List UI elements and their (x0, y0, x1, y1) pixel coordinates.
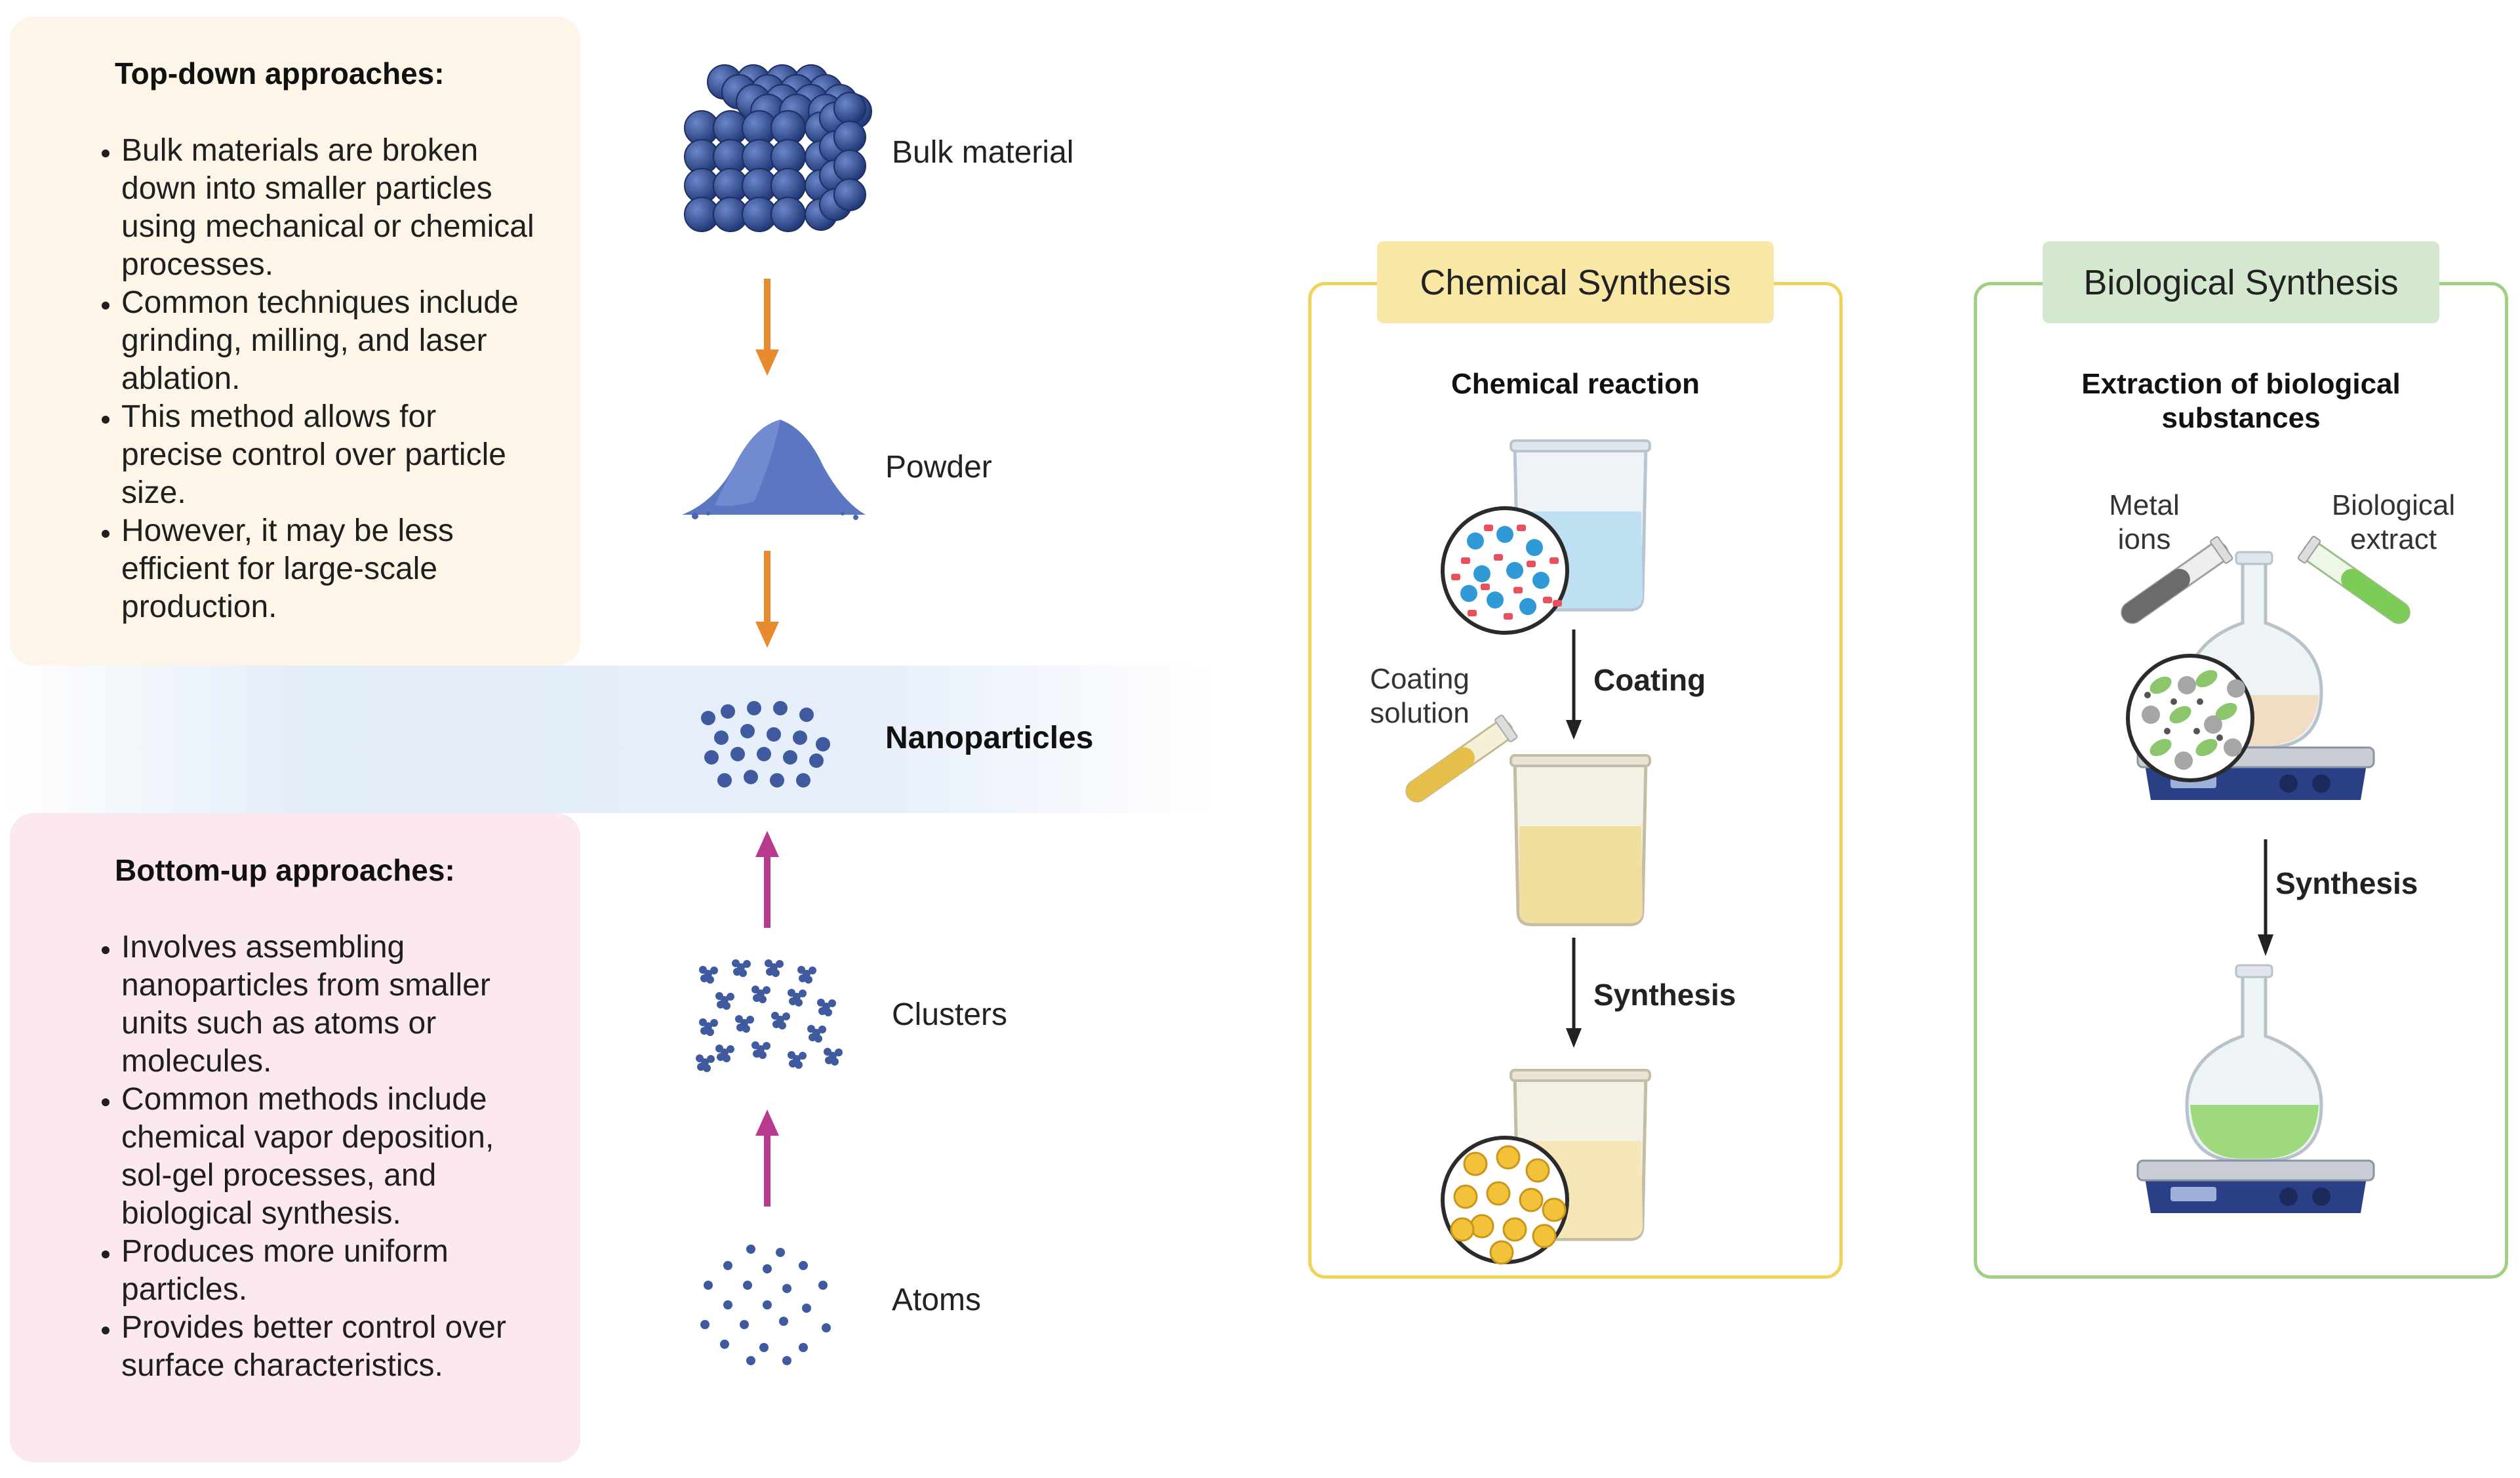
nanoparticles-icon (701, 701, 830, 788)
list-item: This method allows for precise control o… (121, 398, 541, 512)
arrow-down-icon (755, 551, 779, 648)
gold-particles-magnifier-icon (1441, 1136, 1569, 1265)
list-item: Common methods include chemical vapor de… (121, 1081, 541, 1233)
biological-extract-label: Biological extract (2331, 489, 2456, 555)
list-item: Bulk materials are broken down into smal… (121, 132, 541, 284)
biological-synthesis-tab: Biological Synthesis (2043, 241, 2439, 323)
list-item: Common techniques include grinding, mill… (121, 284, 541, 398)
mixed-particles-magnifier-icon (1441, 506, 1569, 635)
bottom-up-list: Involves assembling nanoparticles from s… (62, 929, 541, 1385)
flask-hotplate-icon (2136, 964, 2375, 1213)
nanoparticle-band (0, 666, 1220, 813)
arrow-down-icon (1566, 629, 1582, 740)
bio-synthesis-step-label: Synthesis (2275, 866, 2418, 900)
arrow-up-icon (755, 831, 779, 928)
stage-label-powder: Powder (885, 450, 992, 485)
list-item: However, it may be less efficient for la… (121, 512, 541, 626)
clusters-icon (696, 959, 843, 1072)
synthesis-step-label: Synthesis (1593, 978, 1736, 1012)
arrow-down-icon (1566, 938, 1582, 1048)
chemical-reaction-title: Chemical reaction (1450, 368, 1700, 400)
powder-icon (682, 420, 866, 520)
stage-label-nanoparticles: Nanoparticles (885, 721, 1094, 755)
list-item: Involves assembling nanoparticles from s… (121, 929, 541, 1081)
chemical-synthesis-tab: Chemical Synthesis (1377, 241, 1774, 323)
list-item: Produces more uniform particles. (121, 1233, 541, 1309)
atoms-icon (700, 1245, 831, 1365)
stage-label-atoms: Atoms (892, 1283, 982, 1317)
top-down-list: Bulk materials are broken down into smal… (62, 132, 541, 626)
top-down-title: Top-down approaches: (115, 56, 445, 90)
stage-label-bulk: Bulk material (892, 135, 1074, 170)
test-tube-icon (1405, 714, 1518, 803)
biological-extract-tube-icon (2297, 536, 2410, 624)
bottom-up-title: Bottom-up approaches: (115, 853, 455, 887)
bottom-up-panel: Bottom-up approaches: Involves assemblin… (10, 813, 580, 1462)
bio-particles-magnifier-icon (2126, 654, 2254, 782)
arrow-up-icon (755, 1109, 779, 1207)
metal-ions-tube-icon (2121, 536, 2233, 624)
bulk-material-icon (684, 64, 872, 232)
coating-step-label: Coating (1593, 663, 1706, 697)
arrow-down-icon (2258, 839, 2273, 956)
metal-ions-label: Metal ions (2109, 489, 2180, 555)
top-down-panel: Top-down approaches: Bulk materials are … (10, 16, 580, 666)
extraction-title: Extraction of biological substances (2081, 368, 2401, 434)
arrow-down-icon (755, 279, 779, 376)
list-item: Provides better control over surface cha… (121, 1309, 541, 1385)
beaker-icon (1510, 754, 1651, 927)
coating-solution-label: Coating solution (1370, 663, 1470, 729)
stage-label-clusters: Clusters (892, 997, 1008, 1032)
